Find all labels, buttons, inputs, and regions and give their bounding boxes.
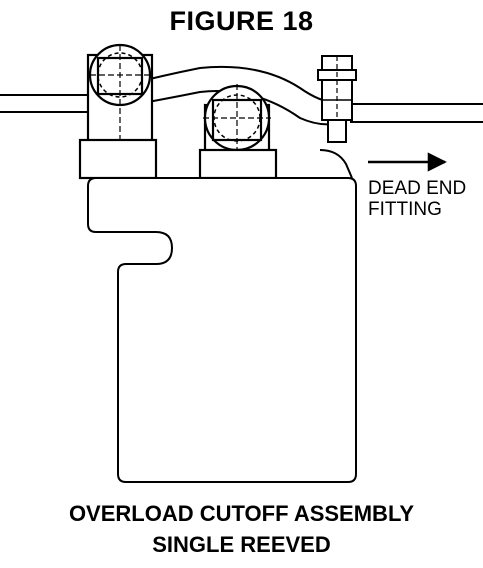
left-sheave [86,43,154,147]
cutoff-base-plate [87,177,357,483]
figure-caption: OVERLOAD CUTOFF ASSEMBLY SINGLE REEVED [0,498,483,560]
dead-end-fitting [317,55,357,143]
figure-title: FIGURE 18 [169,6,314,36]
middle-sheave [203,84,271,155]
dead-end-fitting-callout: DEAD END FITTING [368,178,466,220]
left-sheave-block [78,138,158,180]
base-plate-notch [319,149,353,179]
callout-line-1: DEAD END [368,178,467,199]
callout-line-2: FITTING [368,199,442,220]
middle-sheave-block [198,148,278,180]
caption-line-2: SINGLE REEVED [152,532,331,557]
caption-line-1: OVERLOAD CUTOFF ASSEMBLY [68,501,415,526]
